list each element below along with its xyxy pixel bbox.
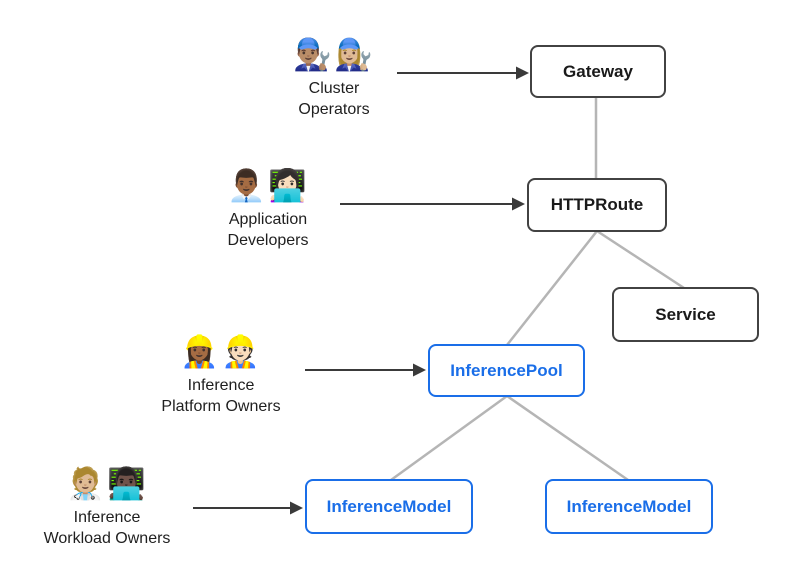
inference-workload-owners-label-line2: Workload Owners: [43, 530, 171, 547]
persona-inference-workload-owners: 🧑🏼‍⚕️👨🏿‍💻 Inference Workload Owners: [12, 465, 202, 549]
cluster-operators-label-line1: Cluster: [308, 80, 360, 97]
application-developers-emoji-pair: 👨🏾‍💼👩🏻‍💻: [173, 167, 363, 205]
application-developers-label-line2: Developers: [227, 232, 309, 249]
persona-application-developers: 👨🏾‍💼👩🏻‍💻 Application Developers: [173, 167, 363, 251]
application-developers-label: Application Developers: [173, 209, 363, 251]
edge-httproute-service: [596, 229, 685, 290]
cluster-operators-label: Cluster Operators: [239, 78, 429, 120]
man-office-worker-emoji: 👨🏾‍💼: [227, 168, 268, 203]
inference-workload-owners-emoji-pair: 🧑🏼‍⚕️👨🏿‍💻: [12, 465, 202, 503]
node-inferencemodel-right-label: InferenceModel: [566, 496, 692, 516]
inference-workload-owners-label-line1: Inference: [73, 509, 141, 526]
man-technologist-emoji: 👨🏿‍💻: [107, 466, 148, 501]
woman-construction-worker-emoji: 👷🏾‍♀️: [180, 334, 221, 369]
node-inferencemodel-right: InferenceModel: [545, 479, 713, 534]
node-inferencepool-label: InferencePool: [450, 360, 563, 380]
woman-mechanic-emoji: 👩🏼‍🔧: [334, 37, 375, 72]
edge-inferencepool-inferencemodel-left: [390, 394, 508, 482]
cluster-operators-emoji-pair: 👨🏽‍🔧👩🏼‍🔧: [239, 36, 429, 74]
node-inferencepool: InferencePool: [428, 344, 585, 397]
arrow-inference-platform-owners-to-inferencepool: [305, 363, 426, 377]
node-inferencemodel-left: InferenceModel: [305, 479, 473, 534]
man-mechanic-emoji: 👨🏽‍🔧: [293, 37, 334, 72]
edge-httproute-inferencepool: [506, 230, 598, 346]
arrow-application-developers-to-httproute: [340, 197, 525, 211]
persona-inference-platform-owners: 👷🏾‍♀️👷🏻 Inference Platform Owners: [126, 333, 316, 417]
arrow-cluster-operators-to-gateway: [397, 66, 529, 80]
inference-platform-owners-label: Inference Platform Owners: [126, 375, 316, 417]
node-gateway-label: Gateway: [563, 61, 633, 81]
node-service: Service: [612, 287, 759, 342]
inference-workload-owners-label: Inference Workload Owners: [12, 507, 202, 549]
application-developers-label-line1: Application: [228, 211, 308, 228]
node-inferencemodel-left-label: InferenceModel: [326, 496, 452, 516]
health-worker-emoji: 🧑🏼‍⚕️: [66, 466, 107, 501]
woman-technologist-emoji: 👩🏻‍💻: [268, 168, 309, 203]
node-gateway: Gateway: [530, 45, 666, 98]
node-service-label: Service: [655, 304, 716, 324]
edge-inferencepool-inferencemodel-right: [506, 394, 629, 482]
node-httproute-label: HTTPRoute: [550, 195, 644, 214]
inference-platform-owners-label-line1: Inference: [187, 377, 255, 394]
man-construction-worker-emoji: 👷🏻: [221, 334, 262, 369]
inference-platform-owners-label-line2: Platform Owners: [161, 398, 281, 415]
inference-platform-owners-emoji-pair: 👷🏾‍♀️👷🏻: [126, 333, 316, 371]
arrow-inference-workload-owners-to-inferencemodel: [193, 501, 303, 515]
persona-cluster-operators: 👨🏽‍🔧👩🏼‍🔧 Cluster Operators: [239, 36, 429, 120]
cluster-operators-label-line2: Operators: [298, 101, 370, 118]
node-httproute: HTTPRoute: [527, 178, 667, 232]
